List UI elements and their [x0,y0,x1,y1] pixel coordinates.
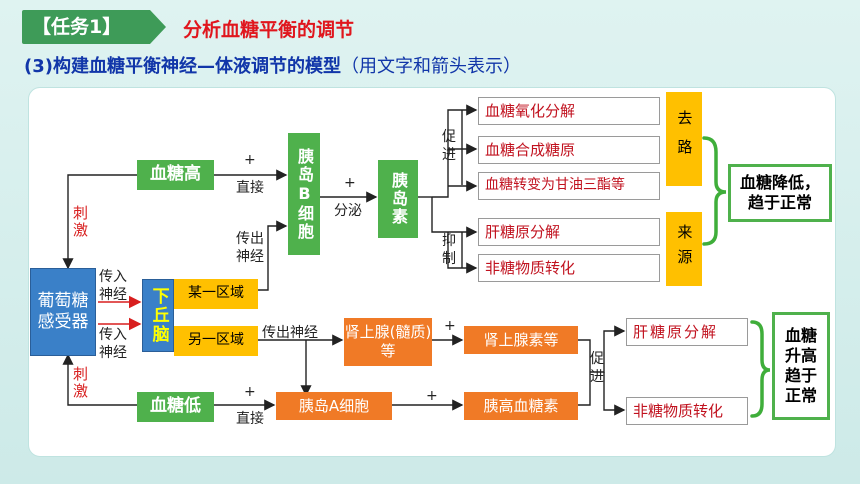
islet-b-box: 胰岛B细胞 [288,133,320,255]
out-path-tag: 去路 [666,92,702,186]
islet-a-box: 胰岛A细胞 [276,392,392,420]
subtitle: (3)构建血糖平衡神经—体液调节的模型（用文字和箭头表示） [24,52,521,78]
region-b-box: 另一区域 [174,326,258,356]
region-a-box: 某一区域 [174,279,258,309]
effect-decrease-3: 血糖转变为甘油三酯等 [478,172,660,200]
effect-inhibit-1: 肝糖原分解 [478,218,660,246]
plus-adrenaline: + [444,318,456,334]
subtitle-bold: (3)构建血糖平衡神经—体液调节的模型 [24,56,341,77]
subtitle-rest: （用文字和箭头表示） [340,56,521,77]
islet-b-label: 胰岛B细胞 [295,147,314,241]
hypothalamus-box: 下丘脑 [142,279,174,352]
result-raise-box: 血糖升高趋于正常 [772,312,830,420]
stimulus-label-bottom: 刺激 [71,366,89,400]
afferent-label-top: 传入神经 [99,269,127,304]
secrete-label: 分泌 [334,203,362,219]
glucose-low-box: 血糖低 [137,392,214,422]
efferent-label-top: 传出神经 [236,231,264,266]
result-lower-box: 血糖降低，趋于正常 [728,164,832,222]
out-path-label: 去路 [675,110,694,168]
promote-label-top: 促进 [442,129,456,164]
effect-inhibit-2: 非糖物质转化 [478,254,660,282]
plus-insulin: + [344,175,356,191]
afferent-label-bottom: 传入神经 [99,327,127,362]
glucose-high-box: 血糖高 [137,160,214,190]
plus-islet-a-direct: + [244,384,256,400]
effect-increase-2: 非糖物质转化 [626,397,748,425]
task-title: 分析血糖平衡的调节 [183,19,355,41]
plus-glucagon: + [426,388,438,404]
direct-label-top: 直接 [236,180,264,196]
inhibit-label: 抑制 [442,233,456,268]
in-path-tag: 来源 [666,212,702,286]
glucose-receptor-box: 葡萄糖感受器 [30,268,96,356]
stimulus-label-top: 刺激 [71,205,89,239]
plus-islet-b-direct: + [244,152,256,168]
glucagon-box: 胰高血糖素 [464,392,578,420]
efferent-label-bottom: 传出神经 [262,325,318,341]
effect-decrease-2: 血糖合成糖原 [478,136,660,164]
insulin-box: 胰岛素 [378,160,418,238]
effect-increase-1: 肝糖原分解 [626,318,748,346]
adrenaline-box: 肾上腺素等 [464,326,578,354]
hypothalamus-label: 下丘脑 [148,287,169,344]
promote-label-bottom: 促进 [590,351,604,386]
in-path-label: 来源 [675,224,694,274]
task-tab: 【任务1】 [22,10,166,44]
direct-label-bottom: 直接 [236,411,264,427]
insulin-label: 胰岛素 [389,172,408,226]
adrenal-box: 肾上腺(髓质)等 [344,318,432,366]
effect-decrease-1: 血糖氧化分解 [478,97,660,125]
